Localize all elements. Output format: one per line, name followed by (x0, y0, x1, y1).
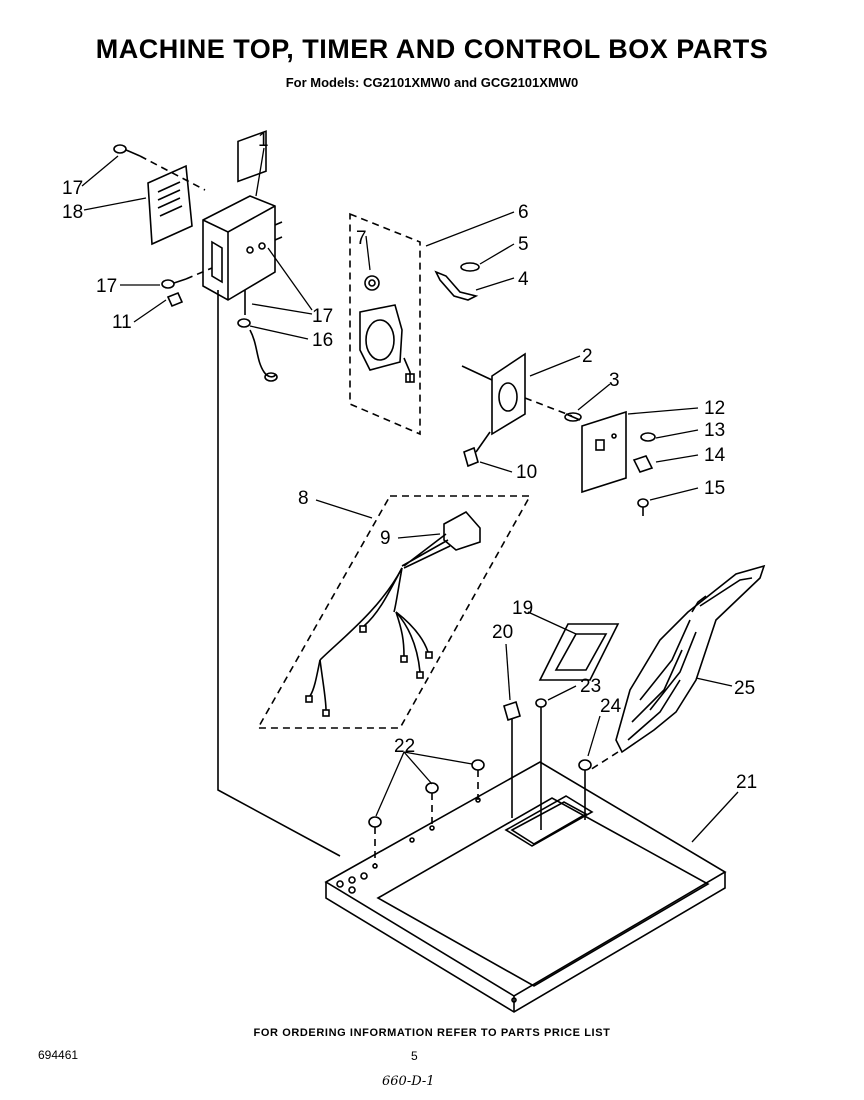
part-24-nut (578, 759, 592, 771)
part-15-screw (637, 498, 649, 516)
part-10-clip (463, 446, 479, 468)
part-11-nut (166, 291, 184, 308)
callout-13: 13 (704, 420, 725, 441)
callout-24: 24 (600, 696, 622, 717)
part-3-pin (564, 412, 582, 422)
part-14-knob (632, 455, 654, 473)
bracket-18 (147, 164, 193, 246)
document-number: 694461 (38, 1048, 79, 1062)
callout-20: 20 (492, 622, 513, 643)
callout-6: 6 (518, 202, 529, 223)
callout-3: 3 (609, 370, 620, 391)
callout-2: 2 (582, 346, 593, 367)
callout-18: 18 (62, 202, 83, 223)
callout-1: 1 (258, 130, 269, 151)
part-25-grille (615, 564, 766, 754)
handwritten-note: 660-D-1 (382, 1074, 435, 1089)
leader-screw-17-left (185, 267, 213, 280)
callout-15: 15 (704, 478, 725, 499)
callout-22: 22 (394, 736, 415, 757)
callout-9: 9 (380, 528, 391, 549)
callout-17-top: 17 (62, 178, 83, 199)
callout-numbers: 1 2 3 4 5 6 7 8 9 10 11 12 13 14 15 16 1… (62, 130, 757, 793)
page-number: 5 (411, 1049, 418, 1063)
screw-17-top (113, 144, 141, 157)
leader-part-25 (589, 751, 619, 771)
callout-25: 25 (734, 678, 755, 699)
callout-12: 12 (704, 398, 725, 419)
callout-8: 8 (298, 488, 309, 509)
part-5-screw (460, 262, 480, 272)
callout-14: 14 (704, 445, 726, 466)
leader-screw-17-top (139, 155, 206, 191)
callout-17-left: 17 (96, 276, 117, 297)
part-4-clip (434, 270, 479, 301)
callout-7: 7 (356, 228, 367, 249)
part-19-bracket (538, 623, 620, 681)
machine-top-21 (324, 761, 727, 1013)
control-plate-12 (581, 410, 627, 494)
part-13-screw (640, 432, 656, 442)
screw-17-left (161, 278, 187, 289)
part-20-clip (503, 700, 521, 722)
callout-19: 19 (512, 598, 533, 619)
control-box-mount-line (217, 290, 341, 857)
callout-leaders (81, 147, 739, 843)
callout-10: 10 (516, 462, 537, 483)
callout-23: 23 (580, 676, 601, 697)
callout-4: 4 (518, 269, 529, 290)
callout-11: 11 (112, 312, 132, 333)
timer-assembly-6 (349, 212, 421, 436)
control-box (202, 130, 283, 301)
ordering-note: FOR ORDERING INFORMATION REFER TO PARTS … (253, 1027, 611, 1039)
leader-part-10-mount (475, 431, 491, 453)
wire-harness-8 (256, 495, 532, 729)
callout-5: 5 (518, 234, 529, 255)
switch-bracket-2 (461, 352, 573, 436)
callout-16: 16 (312, 330, 333, 351)
wire-lead-16 (237, 290, 278, 382)
page-title: MACHINE TOP, TIMER AND CONTROL BOX PARTS (95, 34, 769, 64)
part-22-leaders (374, 770, 479, 864)
callout-21: 21 (736, 772, 757, 793)
callout-17-right: 17 (312, 306, 333, 327)
model-subtitle: For Models: CG2101XMW0 and GCG2101XMW0 (285, 75, 579, 90)
